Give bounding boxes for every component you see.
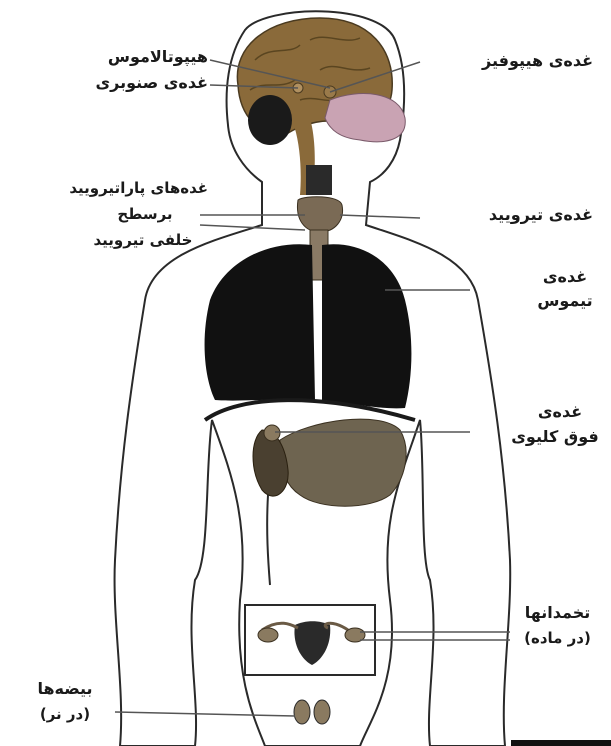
label-ovaries-1: تخمدانها	[510, 604, 605, 622]
label-adrenal-2: فوق کلیوی	[505, 428, 605, 446]
label-testes-2: (در نر)	[20, 706, 110, 723]
adrenal-gland	[264, 425, 280, 441]
right-testis	[314, 700, 330, 724]
cerebellum	[248, 95, 292, 145]
label-parathyroid-1: غده‌های پاراتیرویید	[69, 180, 208, 197]
left-ovary	[258, 628, 278, 642]
label-parathyroid-2: برسطح	[100, 206, 190, 223]
label-thymus-2: تیموس	[530, 292, 600, 310]
pharynx	[306, 165, 332, 195]
label-testes-1: بیضه‌ها	[20, 680, 110, 698]
label-thymus-1: غده‌ی	[530, 268, 600, 286]
corner-bar	[511, 740, 611, 746]
label-ovaries-2: (در ماده)	[510, 630, 605, 647]
label-pineal: غده‌ی صنوبری	[96, 74, 209, 92]
label-hypothalamus: هیپوتالاموس	[108, 48, 208, 66]
label-pituitary: غده‌ی هیپوفیز	[482, 52, 593, 70]
left-testis	[294, 700, 310, 724]
label-thyroid: غده‌ی تیرویید	[489, 206, 593, 224]
label-adrenal-1: غده‌ی	[520, 403, 600, 421]
label-parathyroid-3: خلفی تیرویید	[88, 232, 198, 249]
